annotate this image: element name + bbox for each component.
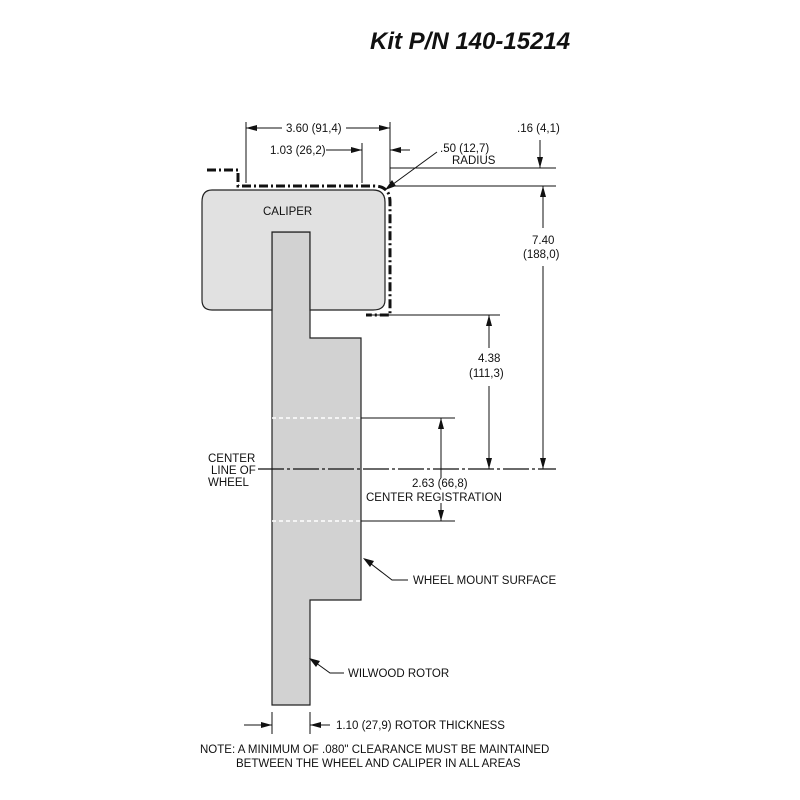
kit-part-number-title: Kit P/N 140-15214 [370,28,570,55]
caliper-label: CALIPER [263,206,312,218]
arrowhead [438,510,444,521]
arrowhead [261,722,272,728]
height-dimension-value: 7.40 [532,235,554,247]
arrowhead [363,558,374,567]
arrowhead [310,722,321,728]
mount-dimension-value: 4.38 [478,353,500,365]
arrowhead [309,658,320,667]
arrowhead [379,125,390,131]
arrowhead [351,147,362,153]
rotor-leader [311,659,344,674]
radius-dimension-label: .50 (12,7) [440,143,489,155]
radius-label: RADIUS [452,155,496,167]
caliper-body [201,189,386,311]
arrowhead [540,186,546,197]
note-line-1: NOTE: A MINIMUM OF .080" CLEARANCE MUST … [200,744,549,756]
arrowhead [390,147,401,153]
arrowhead [537,157,543,168]
arrowhead [540,458,546,469]
note-line-2: BETWEEN THE WHEEL AND CALIPER IN ALL ARE… [236,758,521,770]
offset-dimension-label: 1.03 (26,2) [270,145,326,157]
arrowhead [486,458,492,469]
arrowhead [486,315,492,326]
centerline-label-1: CENTER [208,453,255,465]
centerline-label-3: WHEEL [208,477,250,489]
centerline-label-2: LINE OF [211,465,256,477]
arrowhead [438,418,444,429]
rotor-thickness-label: 1.10 (27,9) ROTOR THICKNESS [336,720,505,732]
wilwood-rotor-label: WILWOOD ROTOR [348,668,449,680]
mount-dimension-metric: (111,3) [469,368,504,380]
arrowhead [246,125,257,131]
clearance-dimension-label: .16 (4,1) [517,123,560,135]
wheel-mount-leader [365,559,408,581]
registration-dimension-value: 2.63 (66,8) [412,478,468,490]
height-dimension-metric: (188,0) [523,249,560,261]
wheel-envelope-outline [207,168,392,317]
arrowhead [385,180,396,190]
width-dimension-label: 3.60 (91,4) [286,123,342,135]
wheel-mount-surface-label: WHEEL MOUNT SURFACE [413,575,556,587]
registration-label: CENTER REGISTRATION [366,492,502,504]
